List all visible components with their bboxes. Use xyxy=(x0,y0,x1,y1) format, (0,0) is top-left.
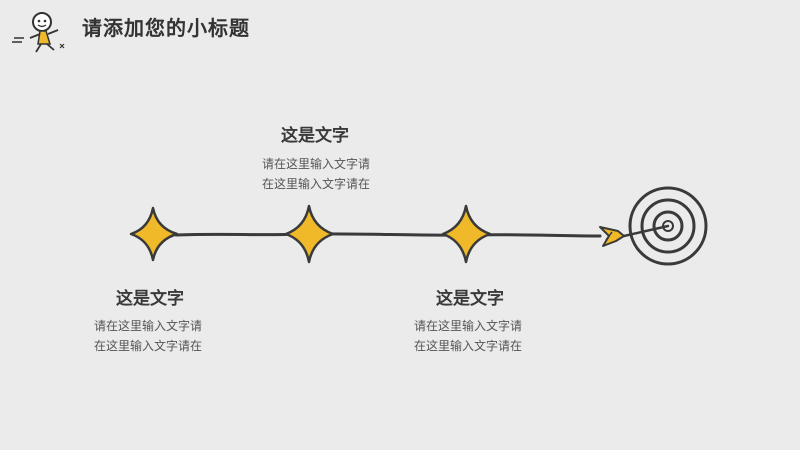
timeline-line xyxy=(174,232,602,238)
stick-figure-icon xyxy=(12,12,65,53)
milestone-description: 请在这里输入文字请 在这里输入文字请在 xyxy=(388,316,548,356)
diamond-marker-icon xyxy=(441,204,492,264)
diamond-marker-icon xyxy=(129,206,179,262)
milestone-heading: 这是文字 xyxy=(436,289,504,309)
diamond-marker-icon xyxy=(284,204,335,264)
milestone-text-line: 请在这里输入文字请 xyxy=(261,157,370,171)
milestone-description: 请在这里输入文字请 在这里输入文字请在 xyxy=(236,154,396,194)
milestone-heading: 这是文字 xyxy=(116,289,184,309)
milestone-heading: 这是文字 xyxy=(281,126,349,146)
page-title: 请添加您的小标题 xyxy=(82,16,250,40)
milestone-text-line: 请在这里输入文字请 xyxy=(93,319,202,333)
milestone-text-line: 在这里输入文字请在 xyxy=(261,177,370,191)
milestone-text-line: 请在这里输入文字请 xyxy=(413,319,522,333)
milestone-text-line: 在这里输入文字请在 xyxy=(413,339,522,353)
milestone-text-line: 在这里输入文字请在 xyxy=(93,339,202,353)
target-icon xyxy=(628,186,708,266)
milestone-description: 请在这里输入文字请 在这里输入文字请在 xyxy=(68,316,228,356)
